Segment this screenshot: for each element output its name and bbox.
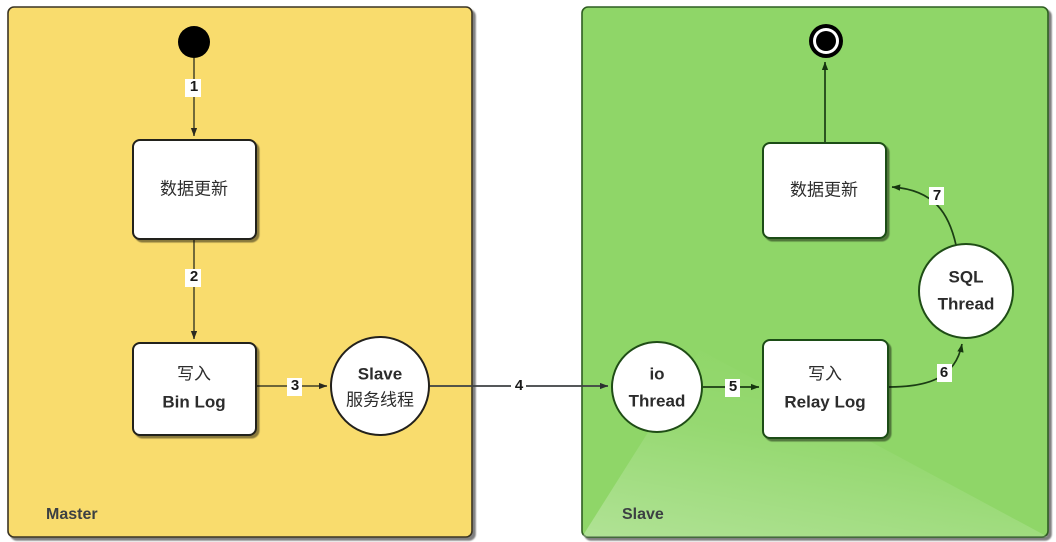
edge-7-path (891, 184, 957, 246)
edge-4-label: 4 (515, 377, 524, 394)
edge-1-label: 1 (190, 78, 198, 95)
edge-7-label-bg (929, 187, 944, 205)
io-thread-label-sub: Thread (629, 391, 686, 410)
panel-master-rect (7, 6, 473, 538)
slave-service-thread-label-cn: 服务线程 (346, 390, 414, 409)
edge-group-master: 1 2 3 (185, 58, 328, 396)
edge-2-label-bg (185, 269, 201, 287)
node-slave-data-update[interactable]: 数据更新 (762, 142, 887, 239)
slave-data-update-box[interactable] (762, 142, 887, 239)
edge-2-label: 2 (190, 268, 198, 285)
edge-1-label-bg (185, 79, 201, 97)
edge-3-label: 3 (291, 377, 299, 394)
master-bin-log-label-en: Bin Log (162, 392, 225, 411)
sql-thread-circle[interactable] (918, 243, 1014, 339)
panel-master-label: Master (46, 506, 98, 523)
master-data-update-label: 数据更新 (160, 179, 228, 198)
slave-service-thread-label-en: Slave (358, 364, 402, 383)
edge-7-label: 7 (933, 187, 941, 204)
relay-log-label-en: Relay Log (784, 392, 865, 411)
io-thread-label-en: io (649, 364, 664, 383)
relay-log-box[interactable] (762, 339, 889, 439)
edge-6-path (887, 343, 964, 388)
node-master-bin-log[interactable]: 写入 Bin Log (132, 342, 257, 436)
node-slave-service-thread[interactable]: Slave 服务线程 (330, 336, 430, 436)
panel-master: Master (7, 6, 473, 538)
node-sql-thread[interactable]: SQL Thread (918, 243, 1014, 339)
master-data-update-box[interactable] (132, 139, 257, 240)
edge-3-label-bg (287, 378, 302, 396)
edge-5-label: 5 (729, 378, 737, 395)
node-relay-log[interactable]: 写入 Relay Log (762, 339, 889, 439)
node-end[interactable] (809, 24, 843, 58)
master-bin-log-label-cn: 写入 (177, 364, 211, 383)
relay-log-label-cn: 写入 (808, 364, 842, 383)
edge-group-slave: 5 6 7 (702, 61, 964, 397)
sql-thread-label-sub: Thread (938, 294, 995, 313)
slave-data-update-label: 数据更新 (790, 180, 858, 199)
sql-thread-label-en: SQL (949, 267, 984, 286)
master-bin-log-box[interactable] (132, 342, 257, 436)
edge-6-label: 6 (940, 364, 948, 381)
start-node-icon[interactable] (178, 26, 210, 58)
edge-group-cross: 4 (429, 377, 609, 396)
end-node-inner-dot (816, 31, 836, 51)
panel-slave-label: Slave (622, 506, 664, 523)
node-io-thread[interactable]: io Thread (611, 341, 703, 433)
slave-service-thread-circle[interactable] (330, 336, 430, 436)
node-start[interactable] (178, 26, 210, 58)
edge-6-label-bg (937, 364, 952, 382)
node-master-data-update[interactable]: 数据更新 (132, 139, 257, 240)
edge-4-label-bg (511, 378, 526, 396)
io-thread-circle[interactable] (611, 341, 703, 433)
edge-5-label-bg (725, 379, 740, 397)
